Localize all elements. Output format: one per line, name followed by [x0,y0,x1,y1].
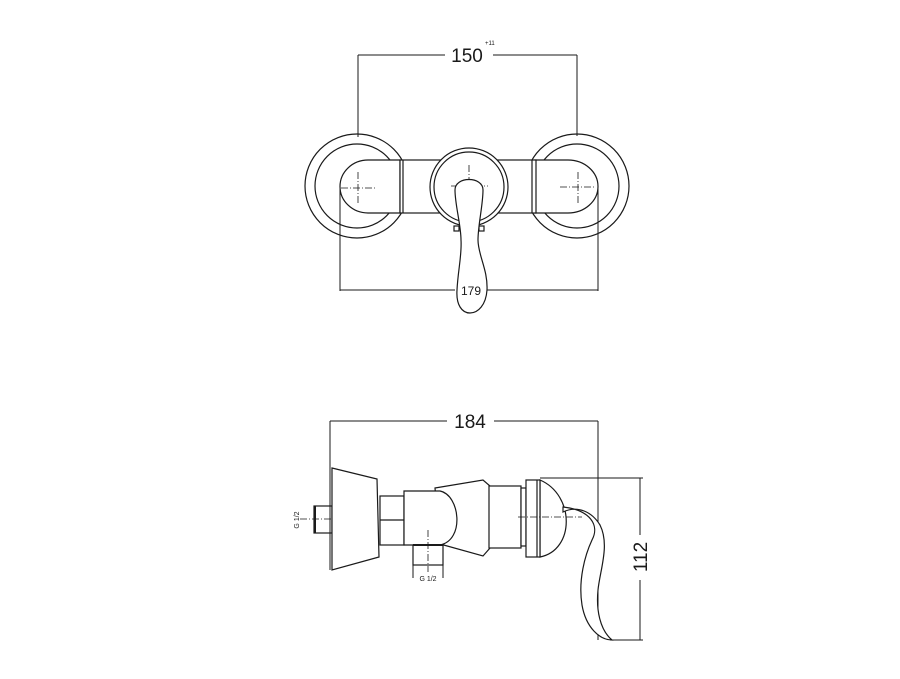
lever-front [454,178,488,314]
dimension-184-label: 184 [454,412,486,433]
front-view: 150 +11 179 [304,41,630,314]
cartridge-housing [488,485,522,549]
side-view: 184 G 1/2 G 1/2 [294,412,652,641]
body-block [403,490,458,546]
dimension-179-label: 179 [461,284,481,298]
dimension-112: 112 [540,477,652,641]
wall-flange [331,467,380,571]
dimension-112-label: 112 [631,542,652,572]
cap-ring [525,479,541,558]
cap-dome [539,479,567,558]
dimension-150: 150 +11 [357,41,578,137]
left-arm [339,159,401,214]
dimension-150-tolerance: +11 [485,41,495,47]
right-arm [534,159,599,214]
lever-side [562,506,614,641]
outlet-thread-label: G 1/2 [419,576,436,583]
dimension-150-label: 150 [451,46,483,67]
dimension-179: 179 [339,188,599,298]
inlet-thread-label: G 1/2 [294,511,301,528]
inlet-pipe [313,505,333,534]
